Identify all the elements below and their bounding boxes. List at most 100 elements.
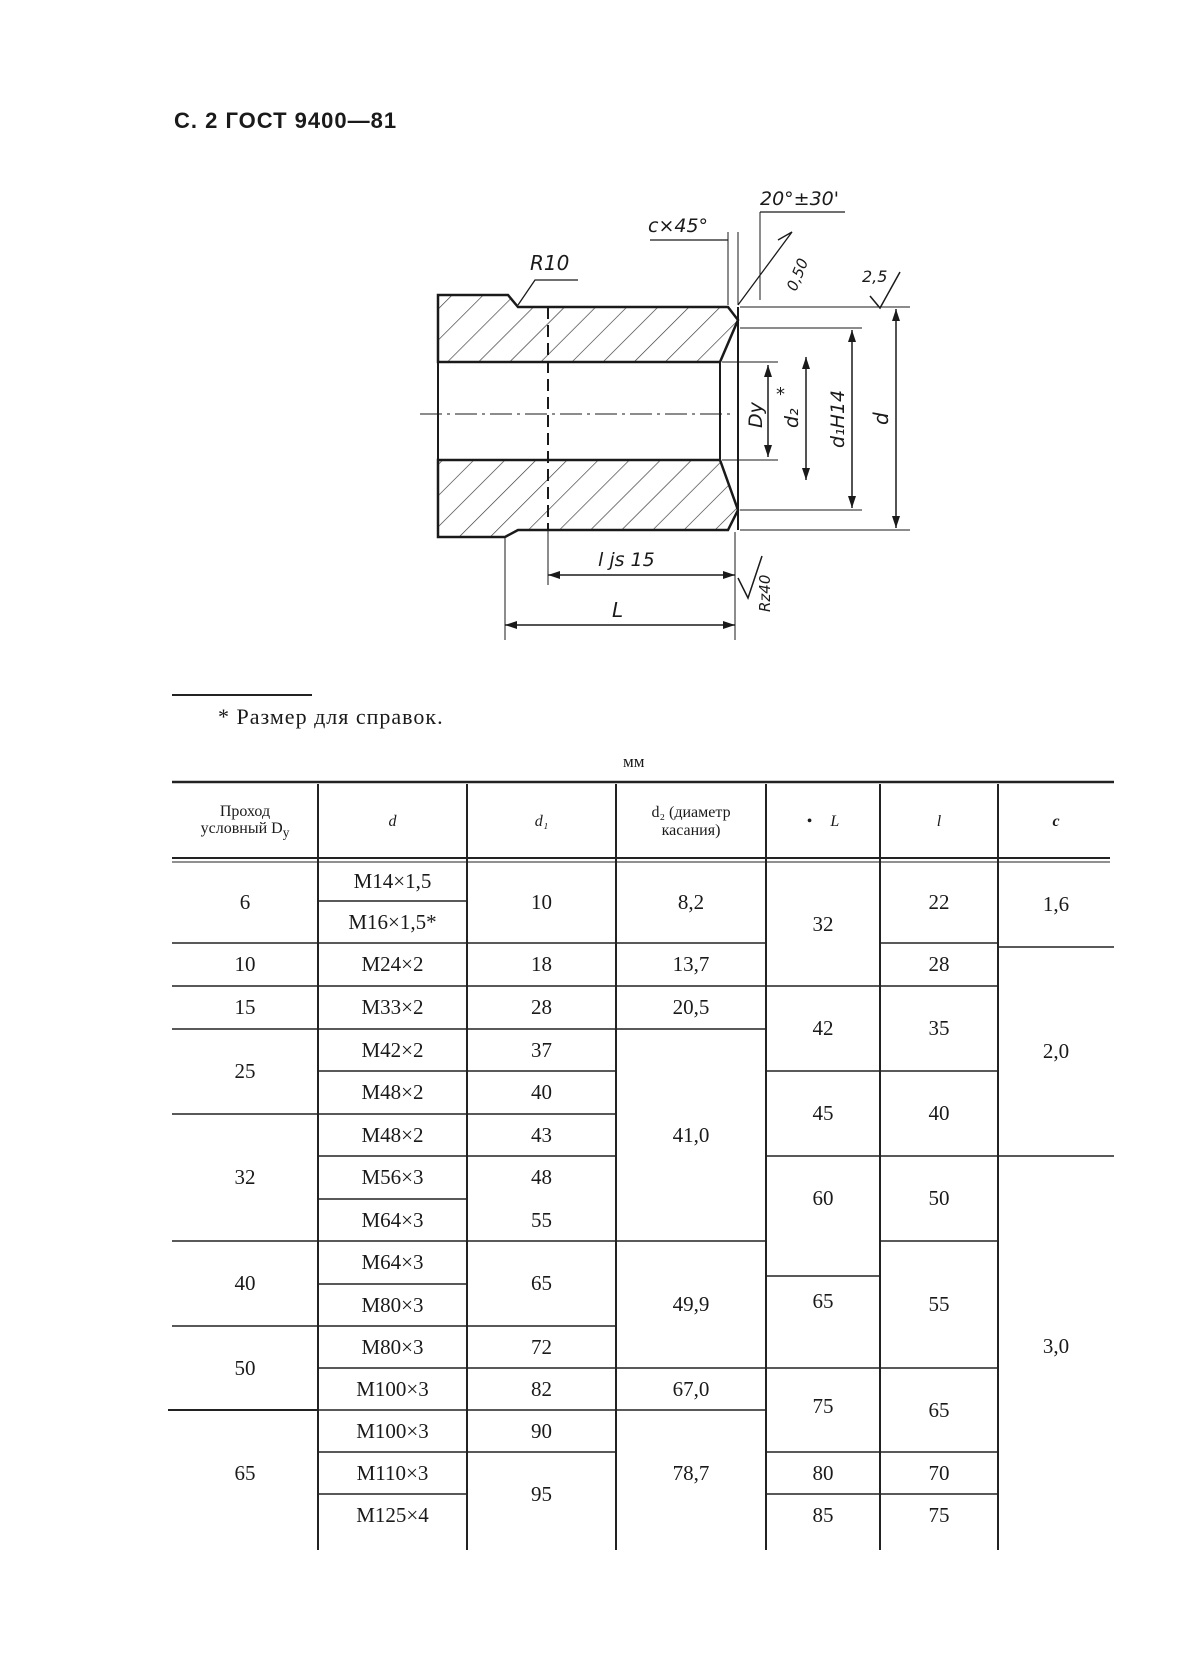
cell-l: 55: [928, 1292, 950, 1317]
cell-L: 75: [812, 1394, 834, 1419]
cell-dy: 10: [234, 952, 256, 977]
header-d2-line2: касания): [661, 822, 721, 839]
cell-dy: 40: [234, 1271, 256, 1296]
cell-l: 28: [928, 952, 950, 977]
label-dy: Dy: [745, 401, 767, 428]
unit-label: мм: [623, 752, 645, 771]
cell-d1: 43: [531, 1122, 552, 1147]
cell-c: 1,6: [1042, 892, 1070, 917]
label-L: L: [612, 598, 623, 622]
cell-l: 75: [928, 1502, 950, 1527]
cell-L: 45: [812, 1101, 834, 1126]
cell-d: M56×3: [361, 1165, 424, 1190]
cell-dy: 25: [234, 1059, 256, 1084]
cell-d2: 41,0: [672, 1122, 710, 1147]
cell-d: M64×3: [361, 1207, 424, 1232]
cell-l: 22: [928, 890, 950, 915]
cell-L: 80: [812, 1460, 834, 1485]
cell-d2: 20,5: [672, 995, 710, 1020]
cell-c: 2,0: [1042, 1039, 1070, 1064]
header-d-label: d: [388, 813, 397, 831]
cell-l: 40: [928, 1101, 950, 1126]
cell-L: 85: [812, 1502, 834, 1527]
cell-d: M80×3: [361, 1292, 424, 1317]
cell-d: M80×3: [361, 1334, 424, 1359]
cell-d: M42×2: [361, 1037, 424, 1062]
cell-d2: 78,7: [672, 1460, 710, 1485]
cell-l: 50: [928, 1186, 950, 1211]
cell-L: 60: [812, 1186, 834, 1211]
cell-l: 35: [928, 1016, 950, 1041]
cell-d1: 65: [531, 1271, 552, 1296]
page-header: С. 2 ГОСТ 9400—81: [174, 108, 398, 133]
cell-d1: 55: [531, 1207, 552, 1232]
cell-l: 70: [928, 1460, 950, 1485]
header-d: d: [318, 790, 467, 854]
cell-d2: 8,2: [677, 890, 705, 915]
cell-dy: 65: [234, 1460, 256, 1485]
header-d2-line1: d₂ (диаметр: [651, 804, 731, 822]
footnote-text: * Размер для справок.: [218, 704, 444, 729]
cell-L: 32: [812, 911, 834, 936]
cell-dy: 6: [239, 890, 251, 915]
cell-d1: 72: [531, 1334, 552, 1359]
footnote-rule: [172, 694, 312, 696]
header-L-label: L: [830, 813, 840, 831]
header-L-mark: •: [806, 813, 813, 831]
label-d1: d₁H14: [827, 390, 849, 448]
cell-d1: 95: [531, 1481, 552, 1506]
cell-d: M33×2: [361, 995, 424, 1020]
label-rz: Rz40: [756, 575, 774, 612]
header-l: l: [880, 790, 998, 854]
cell-d1: 18: [531, 952, 552, 977]
cell-d: M100×3: [356, 1376, 429, 1401]
cell-l: 65: [928, 1397, 950, 1422]
cell-d1: 37: [531, 1037, 552, 1062]
header-c: c: [998, 790, 1114, 854]
header-dy-line1: Проход: [219, 802, 271, 820]
cell-d: M24×2: [361, 952, 424, 977]
label-d: d: [869, 412, 893, 425]
cell-d1: 90: [531, 1418, 552, 1443]
cell-d2: 49,9: [672, 1292, 710, 1317]
label-r10: R10: [530, 251, 569, 275]
label-star: *: [776, 384, 785, 405]
label-chamfer: c×45°: [648, 215, 708, 237]
label-25: 2,5: [862, 267, 887, 286]
label-d2: d₂: [781, 408, 803, 428]
cell-dy: 15: [234, 995, 256, 1020]
cell-d1: 82: [531, 1376, 552, 1401]
cell-d: M64×3: [361, 1250, 424, 1275]
cell-d1: 28: [531, 995, 552, 1020]
cell-c: 3,0: [1042, 1333, 1070, 1358]
cell-d1: 48: [531, 1165, 552, 1190]
header-l-label: l: [936, 813, 942, 831]
cell-d: M48×2: [361, 1080, 424, 1105]
fitting-drawing: c×45° 20°±30' R10 0,50 2,5 Dy * d₂ d₁H14…: [420, 188, 910, 640]
header-dy-sub: у: [282, 825, 290, 841]
header-d1-label: d₁: [534, 813, 549, 831]
cell-d1: 40: [531, 1080, 552, 1105]
header-dy-line2: условный D: [200, 820, 283, 838]
cell-d: M48×2: [361, 1122, 424, 1147]
cell-L: 65: [812, 1288, 834, 1313]
cell-d: M110×3: [356, 1460, 429, 1485]
label-l: l js 15: [598, 549, 655, 571]
cell-L: 42: [812, 1016, 834, 1041]
header-d1: d₁: [467, 790, 616, 854]
cell-d2: 13,7: [672, 952, 710, 977]
header-dy: Проход условный Dу: [172, 790, 318, 854]
cell-d: M100×3: [356, 1418, 429, 1443]
cell-dy: 50: [234, 1355, 256, 1380]
label-angle: 20°±30': [760, 188, 839, 210]
cell-d2: 67,0: [672, 1376, 710, 1401]
cell-d: M14×1,5: [353, 869, 432, 894]
header-c-label: c: [1052, 813, 1060, 831]
header-L: • L: [766, 790, 880, 854]
lower-wall-section: [436, 458, 740, 539]
cell-dy: 32: [234, 1165, 256, 1190]
cell-d: M125×4: [356, 1502, 429, 1527]
cell-d: M16×1,5*: [348, 909, 437, 934]
header-d2: d₂ (диаметр касания): [616, 790, 766, 854]
